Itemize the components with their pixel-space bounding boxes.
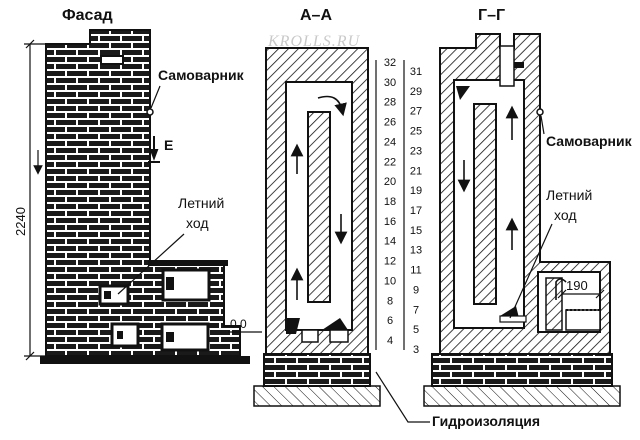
width-dimension <box>557 289 605 299</box>
samovarnik-leader-right <box>540 115 545 135</box>
section-g-title: Г–Г <box>478 7 505 24</box>
letniy-label-right-2: ход <box>554 207 577 223</box>
row-number-right-13: 13 <box>410 245 422 257</box>
row-number-left-28: 28 <box>384 97 396 109</box>
section-g-flow-arrows <box>457 105 567 300</box>
row-number-left-18: 18 <box>384 196 396 208</box>
row-number-left-12: 12 <box>384 256 396 268</box>
letniy-label-right-1: Летний <box>546 187 592 203</box>
width-dim-label: 190 <box>566 278 588 293</box>
row-number-right-29: 29 <box>410 86 422 98</box>
row-number-left-4: 4 <box>387 335 393 347</box>
row-number-left-24: 24 <box>384 136 396 148</box>
section-mark-e <box>148 136 160 163</box>
row-number-left-6: 6 <box>387 315 393 327</box>
samovar-outlet-facade <box>146 108 154 116</box>
section-g-foundation <box>423 353 621 407</box>
section-mark-label: Е <box>164 137 173 153</box>
row-number-right-11: 11 <box>410 265 421 277</box>
letniy-label-left-2: ход <box>186 215 209 231</box>
row-number-left-14: 14 <box>384 236 396 248</box>
facade-plinth <box>40 356 250 364</box>
row-number-right-17: 17 <box>410 205 422 217</box>
row-scale <box>375 60 405 350</box>
row-number-right-5: 5 <box>413 324 419 336</box>
section-a-body <box>265 47 369 355</box>
row-scale-left-numbers: 32 30 28 26 24 22 20 18 16 14 12 10 8 6 4 <box>384 57 396 347</box>
row-number-right-3: 3 <box>413 344 419 356</box>
height-dim-label: 2240 <box>13 207 28 236</box>
row-number-right-27: 27 <box>410 106 422 118</box>
row-number-right-25: 25 <box>410 126 422 138</box>
row-number-left-30: 30 <box>384 77 396 89</box>
watermark-text: KROLLS.RU <box>267 33 361 50</box>
section-g-body <box>439 33 611 355</box>
samovarnik-leader-left <box>150 85 161 109</box>
samovar-outlet-section <box>536 108 544 116</box>
waterproofing-leader <box>375 371 430 423</box>
facade-title: Фасад <box>62 7 113 24</box>
row-number-right-19: 19 <box>410 185 422 197</box>
row-number-right-23: 23 <box>410 145 422 157</box>
facade-top-damper <box>100 55 124 65</box>
level-zero-label: 0.0 <box>230 317 247 331</box>
section-a-title: А–А <box>300 7 332 24</box>
row-number-left-10: 10 <box>384 275 396 287</box>
row-number-left-20: 20 <box>384 176 396 188</box>
facade-doors <box>98 268 211 352</box>
letniy-leader-left <box>117 233 185 295</box>
row-number-right-31: 31 <box>410 66 422 78</box>
height-dimension <box>24 39 46 361</box>
letniy-label-left-1: Летний <box>178 195 224 211</box>
row-number-right-9: 9 <box>413 284 419 296</box>
samovarnik-label-left: Самоварник <box>158 67 245 83</box>
row-number-left-16: 16 <box>384 216 396 228</box>
letniy-leader-right <box>509 223 553 319</box>
waterproofing-label: Гидроизоляция <box>432 413 540 429</box>
section-a-flow-arrows <box>290 95 348 300</box>
samovarnik-label-right: Самоварник <box>546 133 633 149</box>
row-number-left-32: 32 <box>384 57 396 69</box>
row-number-right-7: 7 <box>413 304 419 316</box>
section-a-foundation <box>253 353 381 407</box>
row-number-right-15: 15 <box>410 225 422 237</box>
row-number-left-8: 8 <box>387 295 393 307</box>
row-number-left-26: 26 <box>384 117 396 129</box>
row-number-left-22: 22 <box>384 156 396 168</box>
row-scale-right-numbers: 31 29 27 25 23 21 19 17 15 13 11 9 7 5 3 <box>410 66 422 356</box>
row-number-right-21: 21 <box>410 165 422 177</box>
